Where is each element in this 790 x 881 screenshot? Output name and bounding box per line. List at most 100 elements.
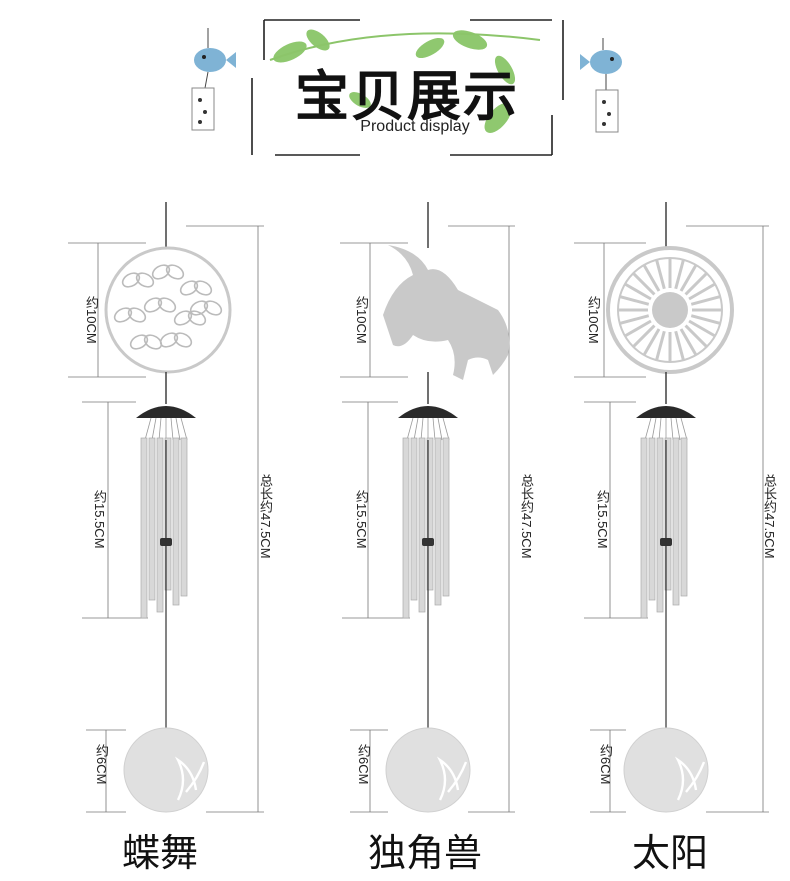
support-string (432, 417, 436, 441)
chime-tube (180, 437, 188, 597)
sun-ray (690, 295, 721, 306)
sun-face (652, 292, 688, 328)
total-size-label: 总长约47.5CM (258, 474, 273, 559)
butterfly-shape (173, 332, 193, 348)
support-string (670, 417, 674, 441)
butterfly-shape (159, 332, 179, 348)
product-name: 蝶舞 (121, 831, 198, 875)
chime-tube (434, 437, 442, 606)
total-size-label: 总长约47.5CM (519, 474, 534, 559)
chime-tube (418, 437, 426, 613)
fish-ornament-left (191, 28, 236, 131)
support-string (420, 417, 424, 441)
butterfly-shape (143, 334, 163, 350)
butterfly-shape (143, 297, 163, 313)
bottom-size-label: 约6CM (356, 744, 371, 785)
mid-size-label: 约15.5CM (92, 490, 107, 549)
support-string (406, 417, 414, 441)
butterfly-shape (151, 264, 171, 280)
butterfly-shape (187, 310, 207, 326)
support-string (170, 417, 174, 441)
wind-chime (340, 202, 515, 813)
butterfly-shape (189, 300, 209, 316)
chime-tube (426, 437, 434, 591)
chime-tube (442, 437, 450, 597)
sun-ray (632, 324, 656, 348)
butterfly-shape (165, 264, 185, 280)
top-size-label: 约10CM (354, 296, 369, 344)
page-title: 宝贝展示 (295, 65, 519, 128)
sun-ray (632, 272, 656, 296)
page-header: 宝贝展示 Product display (0, 0, 790, 170)
sun-ray (624, 282, 652, 301)
sun-ray (674, 259, 685, 290)
wind-sail (123, 727, 209, 813)
sail-pattern (174, 756, 206, 801)
chime-tube (402, 437, 410, 619)
chime-tube (680, 437, 688, 597)
mid-size-label: 约15.5CM (595, 490, 610, 549)
butterfly-shape (135, 272, 155, 288)
sun-ray (624, 319, 652, 338)
wind-sail (623, 727, 709, 813)
product-name: 独角兽 (367, 831, 482, 875)
title-frame (251, 19, 564, 156)
sail-pattern (674, 756, 706, 801)
sun-ray (688, 319, 716, 338)
sun-ray (684, 324, 708, 348)
unicorn-motif (383, 245, 510, 380)
top-size-label: 约10CM (586, 296, 601, 344)
product-name: 太阳 (631, 831, 708, 875)
butterfly-shape (113, 307, 133, 323)
sun-ray (688, 282, 716, 301)
support-string (180, 417, 188, 441)
support-string (413, 417, 419, 441)
butterfly-shape (193, 280, 213, 296)
support-string (658, 417, 662, 441)
chime-tube (156, 437, 164, 613)
sun-ray (679, 328, 698, 356)
support-string (175, 417, 181, 441)
total-size-label: 总长约47.5CM (762, 474, 777, 559)
wind-sail (385, 727, 471, 813)
support-string (437, 417, 443, 441)
sun-ray (642, 328, 661, 356)
wind-chime (68, 202, 264, 813)
header-decoration (191, 19, 622, 156)
butterfly-shape (129, 334, 149, 350)
sun-ray (642, 264, 661, 292)
support-string (151, 417, 157, 441)
chime-roof (636, 406, 696, 418)
butterfly-shape (157, 297, 177, 313)
sail-pattern (436, 756, 468, 801)
fish-ornament-right (580, 38, 622, 133)
chime-tube (648, 437, 656, 601)
page-subtitle: Product display (360, 118, 470, 135)
sun-ray (679, 264, 698, 292)
bottom-size-label: 约6CM (598, 744, 613, 785)
butterfly-shape (127, 307, 147, 323)
butterfly-shape (203, 300, 223, 316)
support-string (651, 417, 657, 441)
sun-ray (684, 272, 708, 296)
sun-ray (619, 314, 650, 325)
support-string (144, 417, 152, 441)
chime-tube (164, 437, 172, 591)
chime-tube (172, 437, 180, 606)
chime-tube (410, 437, 418, 601)
support-string (442, 417, 450, 441)
butterfly-shape (121, 272, 141, 288)
sun-ray (690, 314, 721, 325)
support-string (158, 417, 162, 441)
chime-tube (140, 437, 148, 619)
chime-tube (640, 437, 648, 619)
sun-ray (619, 295, 650, 306)
support-string (675, 417, 681, 441)
chime-tube (664, 437, 672, 591)
wind-chime (574, 202, 769, 813)
butterfly-shape (173, 310, 193, 326)
chime-roof (136, 406, 196, 418)
bottom-size-label: 约6CM (94, 744, 109, 785)
chime-roof (398, 406, 458, 418)
